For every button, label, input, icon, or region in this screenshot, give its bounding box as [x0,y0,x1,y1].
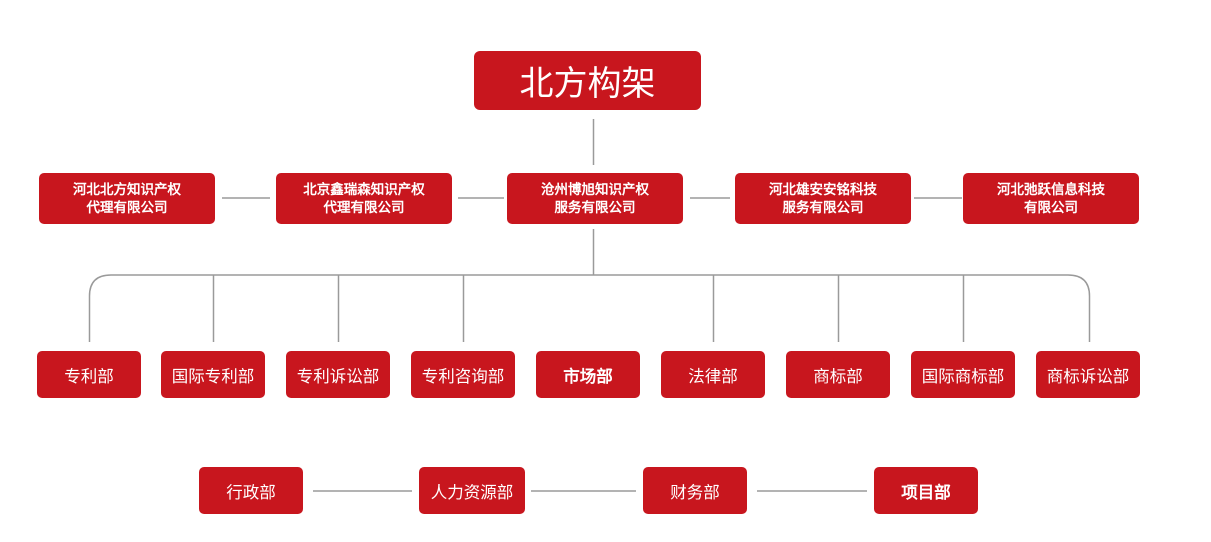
support-department-node: 财务部 [643,467,747,514]
department-node: 国际商标部 [911,351,1015,398]
root-node: 北方构架 [474,51,701,110]
support-department-node: 项目部 [874,467,978,514]
department-node: 专利咨询部 [411,351,515,398]
department-node: 商标部 [786,351,890,398]
company-node: 河北雄安安铭科技 服务有限公司 [735,173,911,224]
department-node: 国际专利部 [161,351,265,398]
connector-department-bus [88,274,1091,342]
company-node: 河北弛跃信息科技 有限公司 [963,173,1139,224]
company-node: 河北北方知识产权 代理有限公司 [39,173,215,224]
company-node: 沧州博旭知识产权 服务有限公司 [507,173,683,224]
support-department-node: 人力资源部 [419,467,525,514]
department-node: 专利部 [37,351,141,398]
department-node: 市场部 [536,351,640,398]
department-node: 专利诉讼部 [286,351,390,398]
department-node: 法律部 [661,351,765,398]
support-department-node: 行政部 [199,467,303,514]
company-node: 北京鑫瑞森知识产权 代理有限公司 [276,173,452,224]
department-node: 商标诉讼部 [1036,351,1140,398]
